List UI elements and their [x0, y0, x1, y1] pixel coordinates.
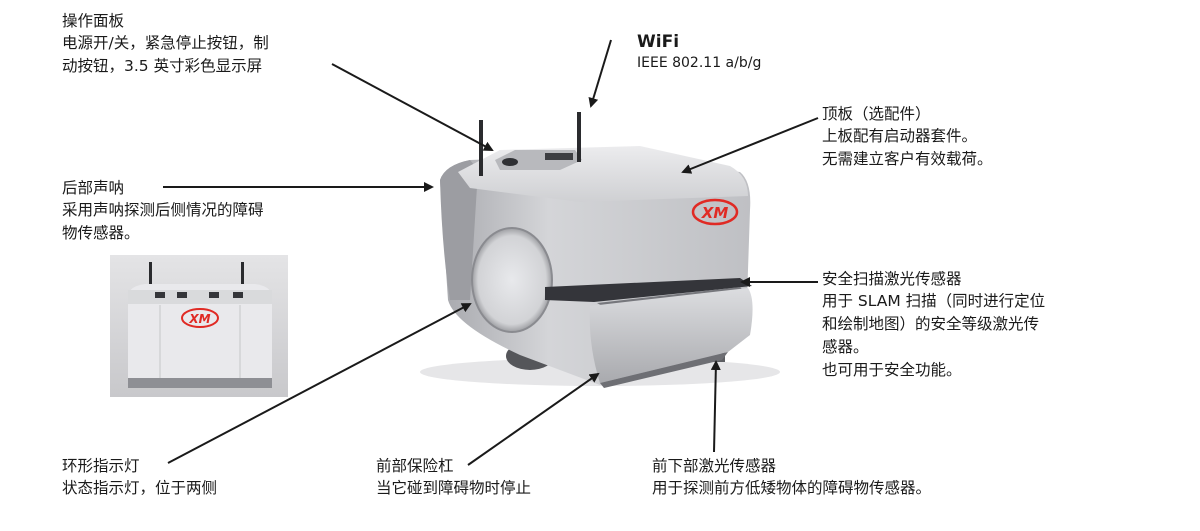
callout-line: 动按钮，3.5 英寸彩色显示屏 — [62, 55, 269, 78]
arrow-control-panel — [332, 64, 492, 150]
callout-title: 前下部激光传感器 — [652, 455, 931, 477]
arrow-wifi — [591, 40, 611, 106]
robot-logo-inset: XM — [188, 312, 210, 326]
callout-title: WiFi — [637, 31, 761, 53]
arrow-front-bumper — [468, 374, 598, 465]
callout-rear-sonar: 后部声呐 采用声呐探测后侧情况的障碍 物传感器。 — [62, 177, 264, 245]
callout-front-bumper: 前部保险杠 当它碰到障碍物时停止 — [376, 455, 531, 500]
callout-top-plate: 顶板（选配件） 上板配有启动器套件。 无需建立客户有效载荷。 — [822, 103, 993, 171]
callout-line: 当它碰到障碍物时停止 — [376, 477, 531, 500]
callout-line: 采用声呐探测后侧情况的障碍 — [62, 199, 264, 222]
callout-line: 物传感器。 — [62, 222, 264, 245]
robot-logo-main: XM — [701, 204, 729, 222]
callout-line: 状态指示灯，位于两侧 — [62, 477, 217, 500]
callout-title: 操作面板 — [62, 10, 269, 32]
callout-title: 后部声呐 — [62, 177, 264, 199]
callout-line: 用于探测前方低矮物体的障碍物传感器。 — [652, 477, 931, 500]
callout-line: 和绘制地图）的安全等级激光传 — [822, 313, 1045, 336]
callout-control-panel: 操作面板 电源开/关，紧急停止按钮，制 动按钮，3.5 英寸彩色显示屏 — [62, 10, 269, 78]
robot-main: XM — [420, 112, 780, 388]
callout-line: 感器。 — [822, 336, 1045, 359]
callout-title: 顶板（选配件） — [822, 103, 993, 125]
arrow-top-plate — [683, 118, 818, 172]
robot-inset-photo: XM — [110, 255, 288, 397]
callout-title: 安全扫描激光传感器 — [822, 268, 1045, 290]
callout-front-laser: 前下部激光传感器 用于探测前方低矮物体的障碍物传感器。 — [652, 455, 931, 500]
callout-line: 也可用于安全功能。 — [822, 359, 1045, 382]
callout-line: 用于 SLAM 扫描（同时进行定位 — [822, 290, 1045, 313]
callout-wifi: WiFi IEEE 802.11 a/b/g — [637, 31, 761, 73]
callout-ring-light: 环形指示灯 状态指示灯，位于两侧 — [62, 455, 217, 500]
callout-line: 上板配有启动器套件。 — [822, 125, 993, 148]
callout-line: 无需建立客户有效载荷。 — [822, 148, 993, 171]
callout-title: 前部保险杠 — [376, 455, 531, 477]
callout-title: 环形指示灯 — [62, 455, 217, 477]
callout-line: 电源开/关，紧急停止按钮，制 — [62, 32, 269, 55]
callout-line: IEEE 802.11 a/b/g — [637, 53, 761, 73]
callout-safety-laser: 安全扫描激光传感器 用于 SLAM 扫描（同时进行定位 和绘制地图）的安全等级激… — [822, 268, 1045, 382]
